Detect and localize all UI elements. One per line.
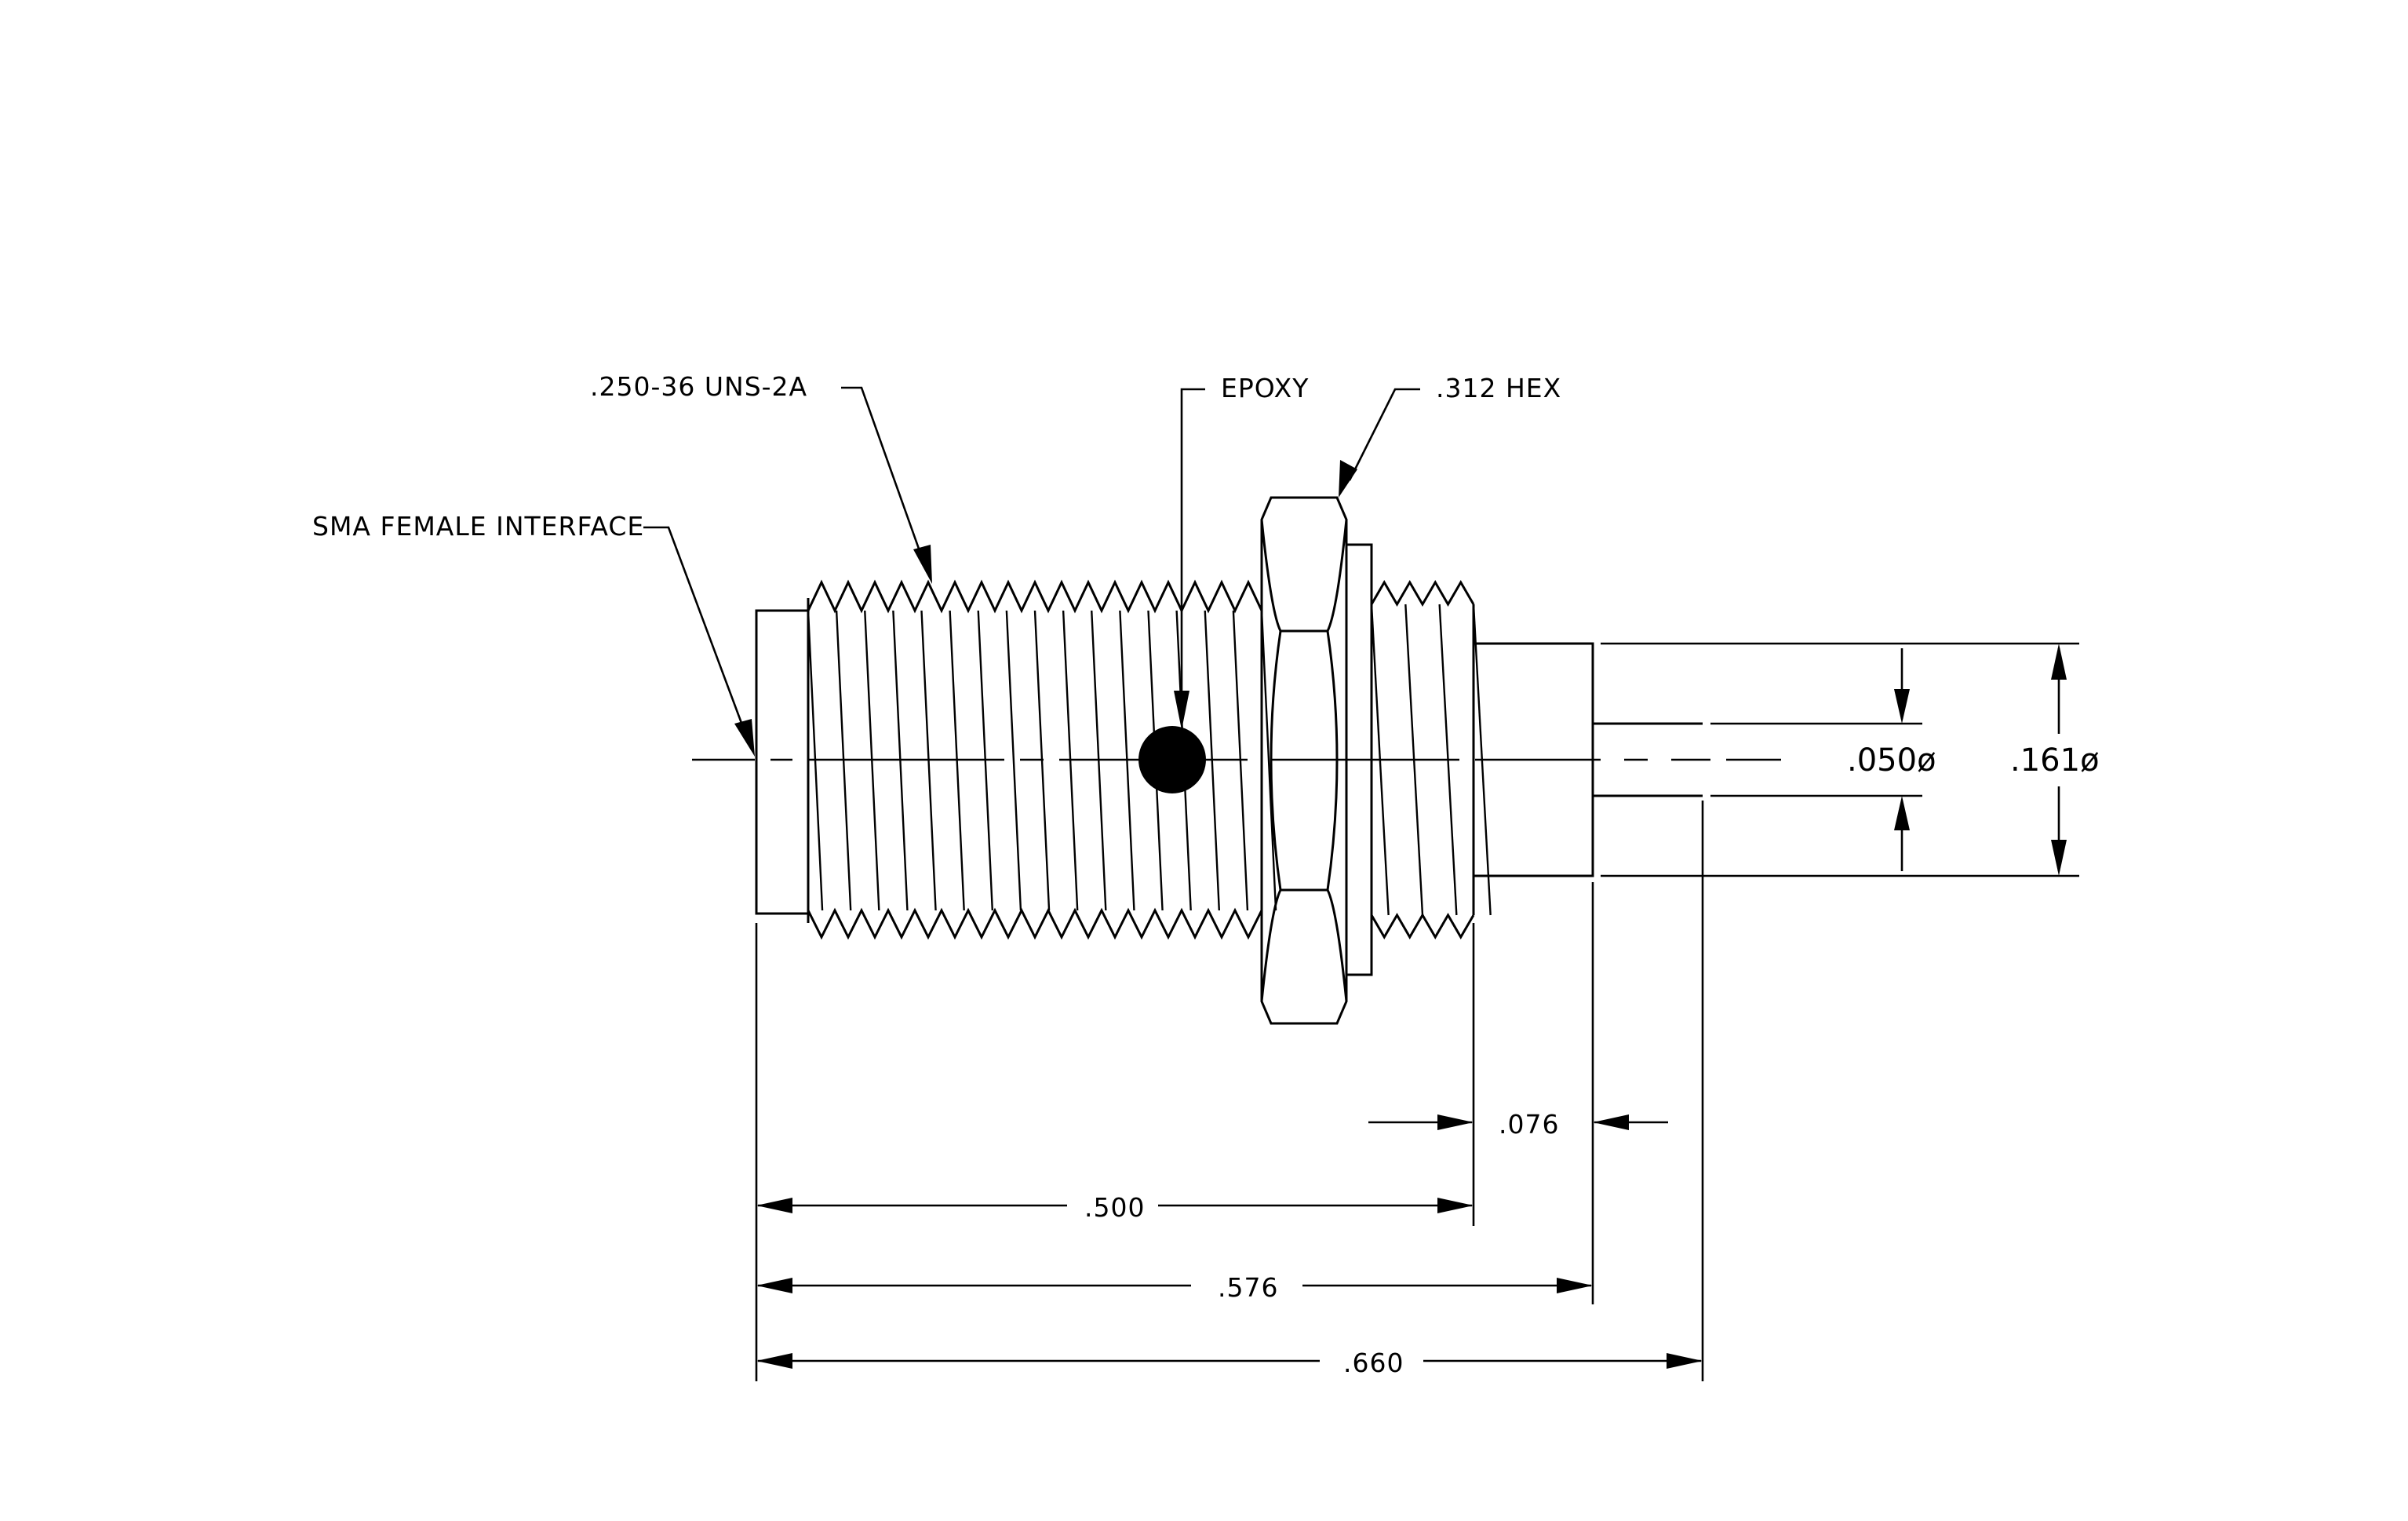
epoxy-callout: EPOXY: [1174, 373, 1309, 730]
thread-callout: .250-36 UNS-2A: [590, 371, 932, 584]
extension-lines: [755, 801, 1704, 1381]
hex-callout-label: .312 HEX: [1436, 373, 1561, 403]
dim-660: .660: [756, 1348, 1703, 1378]
center-pin: [1593, 722, 1703, 797]
dim-500-label: .500: [1084, 1192, 1145, 1223]
interface-flange: [755, 609, 810, 915]
dim-576-label: .576: [1218, 1272, 1278, 1303]
dim-076: .076: [1368, 1109, 1668, 1140]
diameter-arrows: [1894, 644, 2067, 876]
dim-076-label: .076: [1499, 1109, 1559, 1140]
dim-660-label: .660: [1343, 1348, 1404, 1378]
thread-callout-label: .250-36 UNS-2A: [590, 371, 807, 402]
interface-callout: SMA FEMALE INTERFACE: [312, 511, 755, 757]
epoxy-dot: [1138, 726, 1206, 793]
rear-body: [1472, 642, 1594, 877]
hex-callout: .312 HEX: [1339, 373, 1561, 498]
pin-diameter-label: .050ø: [1847, 742, 1936, 779]
dim-576: .576: [756, 1272, 1593, 1303]
epoxy-callout-label: EPOXY: [1221, 373, 1309, 403]
dim-500: .500: [756, 1192, 1474, 1223]
interface-callout-label: SMA FEMALE INTERFACE: [312, 511, 644, 542]
body-diameter-label: .161ø: [2010, 742, 2100, 779]
